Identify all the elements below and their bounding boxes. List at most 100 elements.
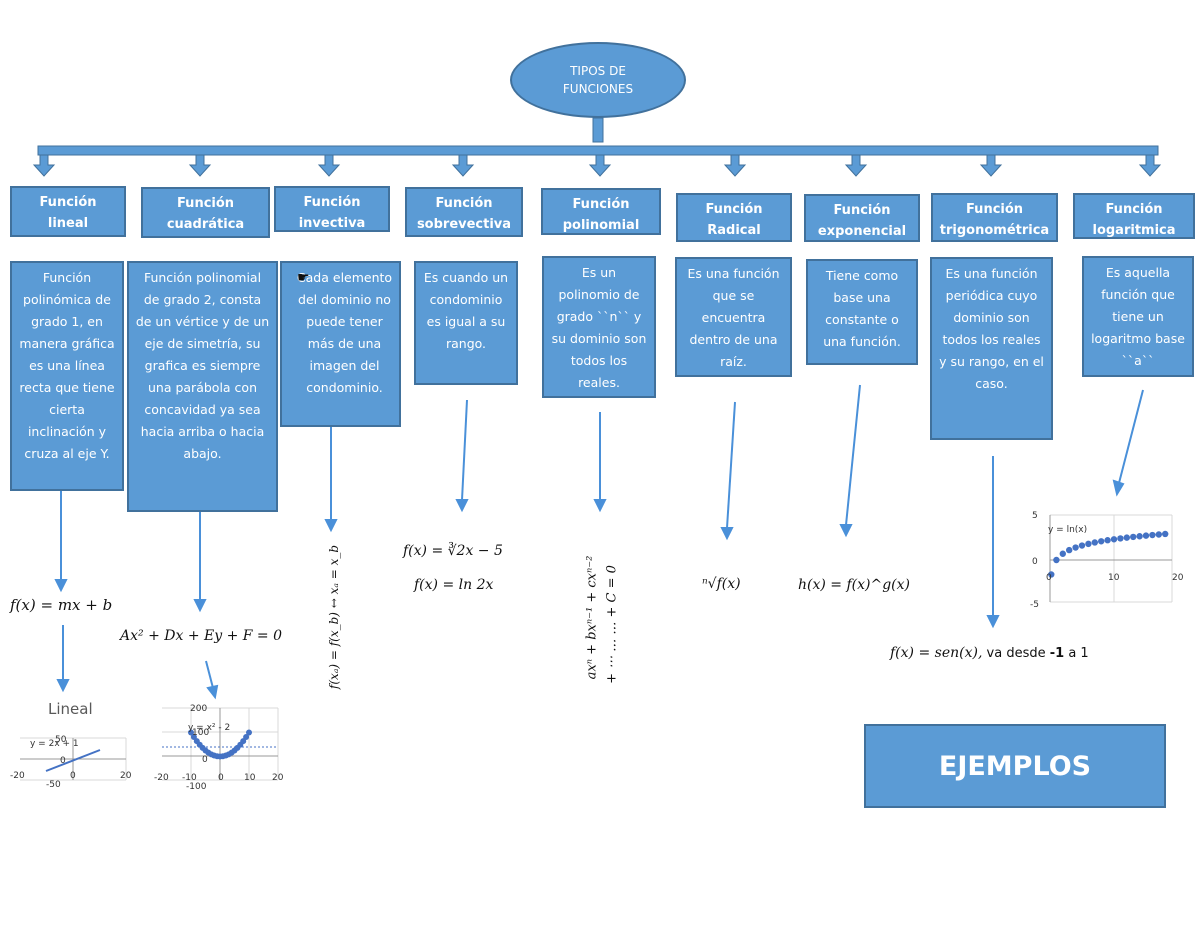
lineal-series-line	[45, 749, 101, 772]
arrowhead-exponencial	[839, 524, 853, 538]
log-point	[1091, 539, 1098, 546]
arrow-cuadratica-to-chart	[205, 660, 214, 689]
title-cuadratica-line1: Función	[176, 196, 235, 211]
title-exponencial-line2: exponencial	[817, 224, 907, 239]
title-lineal: Función lineal	[10, 186, 126, 237]
down-arrow-5	[588, 154, 612, 177]
arrowhead-radical	[720, 527, 734, 541]
down-arrow-6	[723, 154, 747, 177]
log-point	[1149, 531, 1156, 539]
down-arrow-2	[188, 154, 212, 177]
chart-logaritmica: y = ln(x) 5 0 -5 0 10 20	[1030, 511, 1184, 610]
lineal-xtick-1: -20	[10, 771, 25, 781]
arrowhead-lineal-chart	[56, 679, 70, 693]
log-point	[1098, 538, 1105, 545]
desc-radical: Es una función que se encuentra dentro d…	[675, 257, 792, 377]
title-lineal-line1: Función	[39, 195, 97, 210]
arrow-exponencial	[845, 384, 861, 526]
desc-invectiva-text: Cada elemento del dominio no puede tener…	[296, 270, 393, 395]
title-cuadratica: Función cuadrática	[141, 187, 270, 238]
title-invectiva-line1: Función	[303, 195, 361, 210]
title-logaritmica-line1: Función	[1105, 202, 1163, 217]
formula-trig-text-a: va desde	[982, 646, 1050, 661]
log-point	[1085, 540, 1092, 548]
cuad-point	[243, 734, 250, 741]
title-radical: Función Radical	[676, 193, 792, 242]
log-ytick-3: -5	[1030, 600, 1039, 610]
arrowhead-lineal-formula	[54, 579, 68, 593]
arrowhead-invectiva	[324, 519, 338, 533]
title-logaritmica: Función logaritmica	[1073, 193, 1195, 239]
down-arrows	[32, 154, 1162, 177]
arrow-logaritmica	[1118, 389, 1144, 484]
arrowhead-cuadratica-formula	[193, 599, 207, 613]
cuad-xtick-1: -20	[154, 773, 169, 783]
cuad-ytick-4: -100	[186, 782, 207, 792]
cuad-ytick-2: 100	[192, 728, 209, 738]
log-xtick-2: 10	[1108, 573, 1120, 583]
log-point	[1078, 542, 1086, 549]
root-line1: TIPOS DE	[570, 64, 626, 78]
cuad-equation: y = x² - 2	[188, 723, 230, 733]
title-cuadratica-line2: cuadrática	[166, 217, 245, 232]
formula-invectiva: f(xₐ) = f(x_b) ↔ xₐ = x_b	[327, 544, 341, 690]
cuad-xtick-4: 10	[244, 773, 256, 783]
formula-trig-expr: f(x) = sen(x),	[890, 645, 983, 661]
log-point	[1072, 544, 1079, 551]
formula-polinomial-1: axⁿ + bxⁿ⁻¹ + cxⁿ⁻²	[584, 555, 600, 680]
log-xtick-3: 20	[1172, 573, 1184, 583]
title-invectiva-line2: invectiva	[298, 216, 366, 231]
down-arrow-3	[317, 154, 341, 177]
lineal-equation: y = 2x + 1	[30, 739, 79, 749]
log-point	[1142, 532, 1150, 539]
title-sobrevectiva: Función sobrevectiva	[405, 187, 523, 237]
formula-cuadratica: Ax² + Dx + Ey + F = 0	[120, 628, 283, 644]
title-polinomial: Función polinomial	[541, 188, 661, 235]
title-radical-line2: Radical	[707, 223, 761, 238]
title-lineal-line2: lineal	[47, 216, 89, 231]
cuad-xtick-5: 20	[272, 773, 284, 783]
log-point	[1059, 550, 1066, 557]
lineal-ytick-3: -50	[46, 780, 61, 790]
down-arrow-9	[1138, 154, 1162, 177]
cuad-xtick-3: 0	[218, 773, 224, 783]
desc-sobrevectiva: Es cuando un condominio es igual a su ra…	[414, 261, 518, 385]
arrowhead-cuadratica-chart	[206, 684, 219, 700]
log-ytick-2: 0	[1032, 557, 1038, 567]
lineal-ytick-1: 50	[55, 735, 67, 745]
cuad-point	[188, 729, 194, 736]
desc-invectiva: ☛ Cada elemento del dominio no puede ten…	[280, 261, 401, 427]
ejemplos-label: EJEMPLOS	[864, 724, 1166, 808]
chart-cuadratica: y = x² - 2 200 100 0 -100 -20 -10 0 10 2…	[154, 704, 284, 792]
arrowhead-polinomial	[593, 499, 607, 513]
title-trigonometrica-line2: trigonométrica	[939, 223, 1050, 238]
log-point	[1053, 556, 1060, 564]
arrowhead-logaritmica	[1112, 479, 1125, 497]
pointing-hand-icon: ☛	[297, 270, 310, 286]
desc-polinomial: Es un polinomio de grado ``n`` y su domi…	[542, 256, 656, 398]
desc-logaritmica: Es aquella función que tiene un logaritm…	[1082, 256, 1194, 377]
cuad-xtick-2: -10	[182, 773, 197, 783]
log-series-points	[1048, 530, 1169, 578]
formula-trig-text-c: a 1	[1064, 646, 1089, 661]
desc-lineal: Función polinómica de grado 1, en manera…	[10, 261, 124, 491]
log-point	[1048, 571, 1055, 578]
title-trigonometrica: Función trigonométrica	[931, 193, 1058, 242]
desc-exponencial: Tiene como base una constante o una func…	[806, 259, 918, 365]
formula-trigonometrica: f(x) = sen(x), va desde -1 a 1	[890, 645, 1089, 661]
log-point	[1155, 531, 1162, 538]
formula-exponencial: h(x) = f(x)^g(x)	[798, 577, 910, 593]
cuad-ytick-3: 0	[202, 755, 208, 765]
down-arrow-7	[844, 154, 868, 177]
title-sobrevectiva-line2: sobrevectiva	[416, 217, 512, 232]
connector-structure	[32, 117, 1162, 177]
lineal-xtick-2: 0	[70, 771, 76, 781]
formula-lineal: f(x) = mx + b	[10, 596, 113, 614]
lineal-xtick-3: 20	[120, 771, 132, 781]
down-arrow-1	[32, 154, 56, 177]
log-point	[1066, 546, 1073, 554]
log-point	[1136, 533, 1143, 540]
formula-polinomial-2: + ⋯ … … + C = 0	[604, 565, 620, 684]
title-trigonometrica-line1: Función	[965, 202, 1024, 217]
title-invectiva: Función invectiva	[274, 186, 390, 232]
